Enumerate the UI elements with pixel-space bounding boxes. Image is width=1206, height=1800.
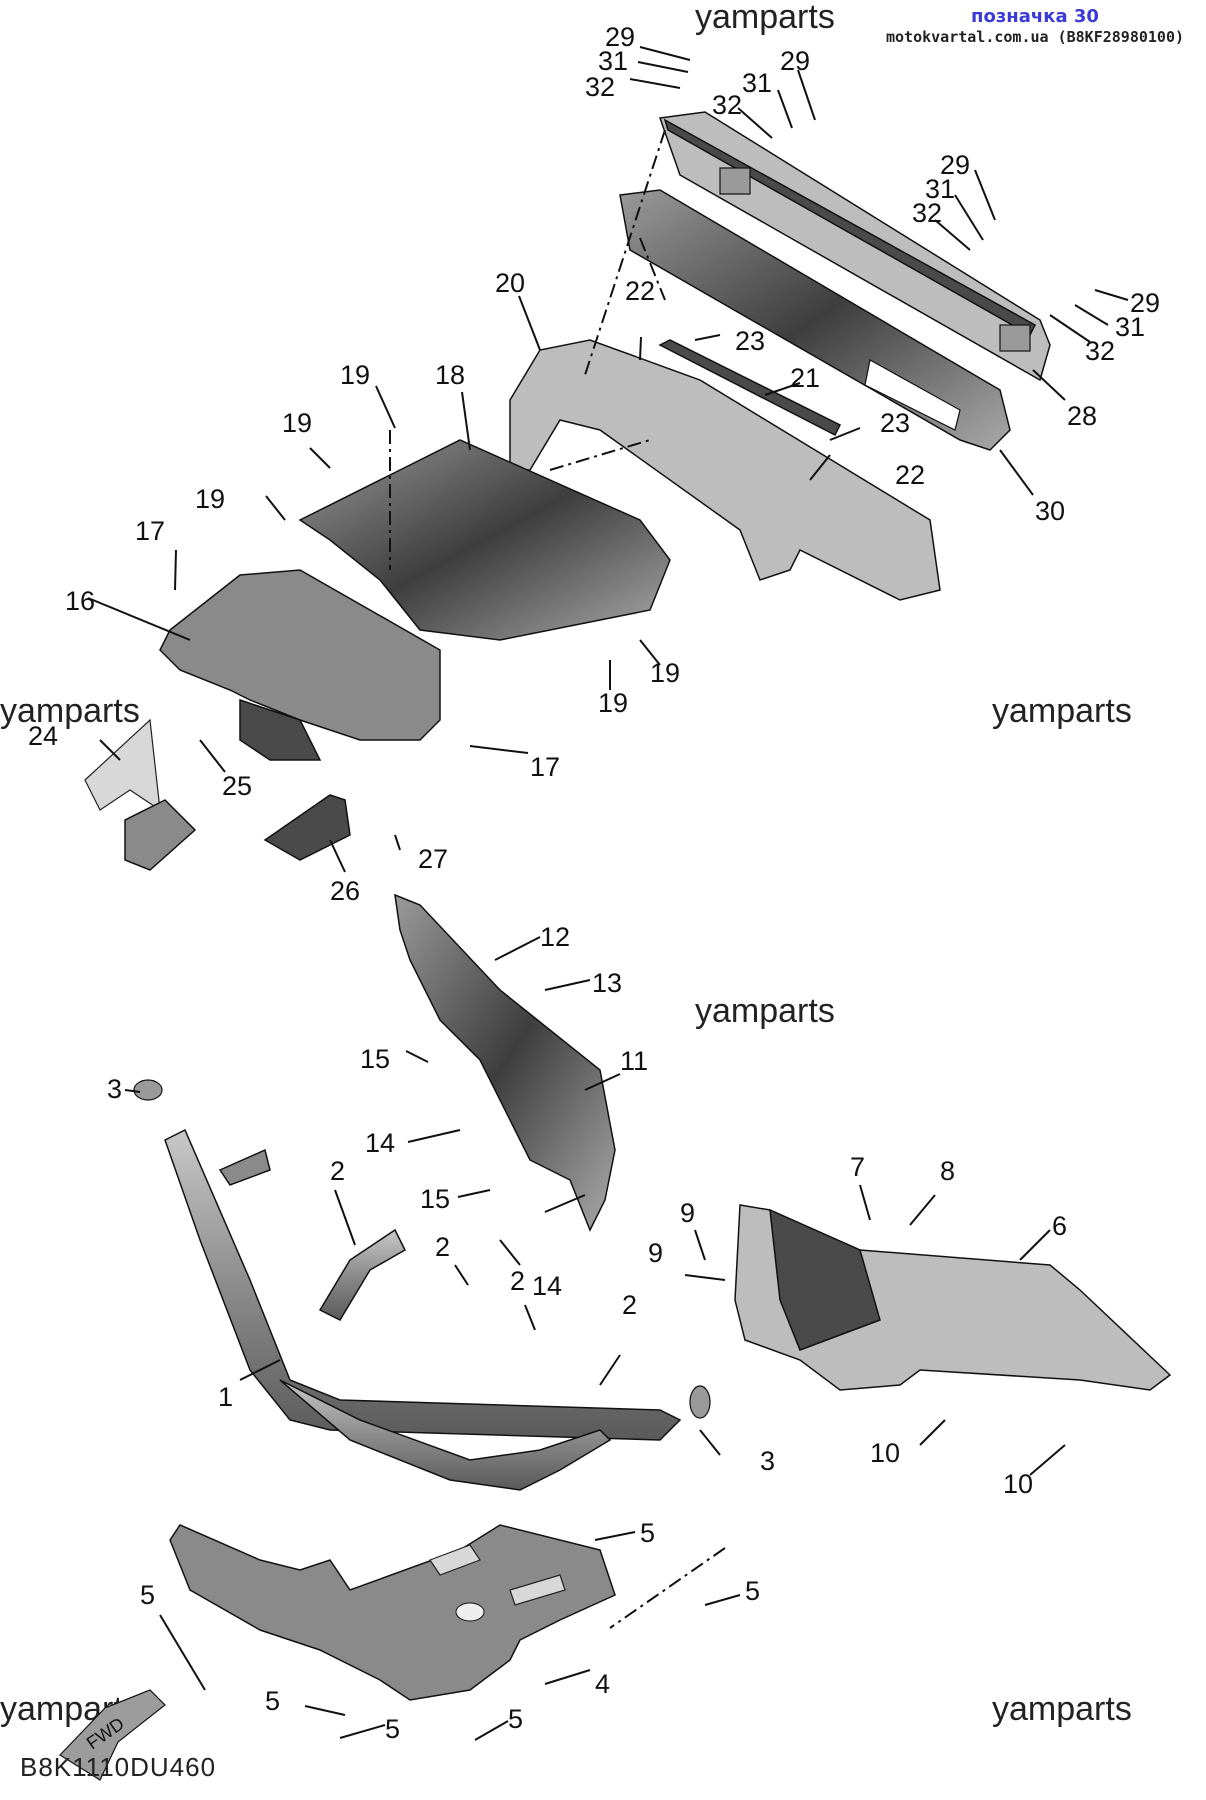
part-26-bracket: [263, 794, 351, 861]
leader-lines: [87, 46, 1129, 1741]
callout-19: 19: [650, 658, 680, 688]
callout-13: 13: [592, 968, 622, 998]
callout-22: 22: [895, 460, 925, 490]
callout-19: 19: [195, 484, 225, 514]
callout-9: 9: [648, 1238, 663, 1268]
callout-labels: 29 31 32 29 31 32 29 31 32 29 31 32 28 3…: [28, 22, 1160, 1744]
part-1-bumper-frame: [133, 1079, 711, 1491]
callout-29: 29: [780, 46, 810, 76]
callout-29: 29: [1130, 288, 1160, 318]
callout-15: 15: [420, 1184, 450, 1214]
callout-5: 5: [508, 1704, 523, 1734]
callout-2: 2: [435, 1232, 450, 1262]
callout-25: 25: [222, 771, 252, 801]
callout-32: 32: [912, 198, 942, 228]
callout-19: 19: [340, 360, 370, 390]
callout-29: 29: [940, 150, 970, 180]
part-4-skid-plate: [169, 1524, 616, 1701]
callout-1: 1: [218, 1382, 233, 1412]
part-16-front-cover: [159, 569, 441, 761]
part-30-lower-panel: [619, 189, 1011, 451]
callout-3: 3: [760, 1446, 775, 1476]
part-11-side-guard: [394, 893, 616, 1232]
part-20-rear-cover: [509, 339, 941, 601]
watermark: yamparts: [992, 692, 1132, 730]
callout-30: 30: [1035, 496, 1065, 526]
callout-5: 5: [640, 1518, 655, 1548]
callout-32: 32: [1085, 336, 1115, 366]
callout-8: 8: [940, 1156, 955, 1186]
callout-31: 31: [1115, 312, 1145, 342]
watermark: yamparts: [992, 1690, 1132, 1728]
callout-5: 5: [745, 1576, 760, 1606]
callout-5: 5: [265, 1686, 280, 1716]
watermark: yamparts: [695, 992, 835, 1030]
callout-18: 18: [435, 360, 465, 390]
callout-23: 23: [880, 408, 910, 438]
callout-19: 19: [598, 688, 628, 718]
callout-14: 14: [365, 1128, 395, 1158]
callout-31: 31: [742, 68, 772, 98]
part-24-bracket: [84, 718, 197, 871]
callout-28: 28: [1067, 401, 1097, 431]
callout-16: 16: [65, 586, 95, 616]
callout-2: 2: [330, 1156, 345, 1186]
callout-26: 26: [330, 876, 360, 906]
part-18-center-cover: [298, 439, 671, 641]
part-21-strip: [658, 339, 842, 437]
callout-2: 2: [510, 1266, 525, 1296]
callout-5: 5: [385, 1714, 400, 1744]
callout-27: 27: [418, 844, 448, 874]
callout-3: 3: [107, 1074, 122, 1104]
part-6-guard: [734, 1204, 1172, 1391]
callout-22: 22: [625, 276, 655, 306]
callout-10: 10: [1003, 1469, 1033, 1499]
callout-2: 2: [622, 1290, 637, 1320]
callout-21: 21: [790, 363, 820, 393]
diagram-code: B8K1110DU460: [20, 1752, 217, 1782]
reference-label: позначка 30: [971, 6, 1099, 27]
callout-14: 14: [532, 1271, 562, 1301]
callout-31: 31: [598, 46, 628, 76]
reference-header: позначка 30 motokvartal.com.ua (B8KF2898…: [886, 6, 1184, 46]
callout-4: 4: [595, 1669, 610, 1699]
part-28-upper-panel: [658, 111, 1051, 382]
reference-site: motokvartal.com.ua (B8KF28980100): [885, 28, 1184, 46]
callout-29: 29: [605, 22, 635, 52]
callout-31: 31: [925, 174, 955, 204]
callout-17: 17: [135, 516, 165, 546]
callout-32: 32: [712, 90, 742, 120]
callout-10: 10: [870, 1438, 900, 1468]
callout-6: 6: [1052, 1211, 1067, 1241]
callout-17: 17: [530, 752, 560, 782]
callout-12: 12: [540, 922, 570, 952]
callout-32: 32: [585, 72, 615, 102]
watermark: yamparts: [0, 692, 140, 730]
callout-24: 24: [28, 721, 58, 751]
callout-15: 15: [360, 1044, 390, 1074]
callout-9: 9: [680, 1198, 695, 1228]
callout-19: 19: [282, 408, 312, 438]
callout-20: 20: [495, 268, 525, 298]
callout-7: 7: [850, 1152, 865, 1182]
callout-5: 5: [140, 1580, 155, 1610]
watermark: yamparts: [695, 0, 835, 36]
callout-11: 11: [620, 1046, 648, 1076]
callout-23: 23: [735, 326, 765, 356]
